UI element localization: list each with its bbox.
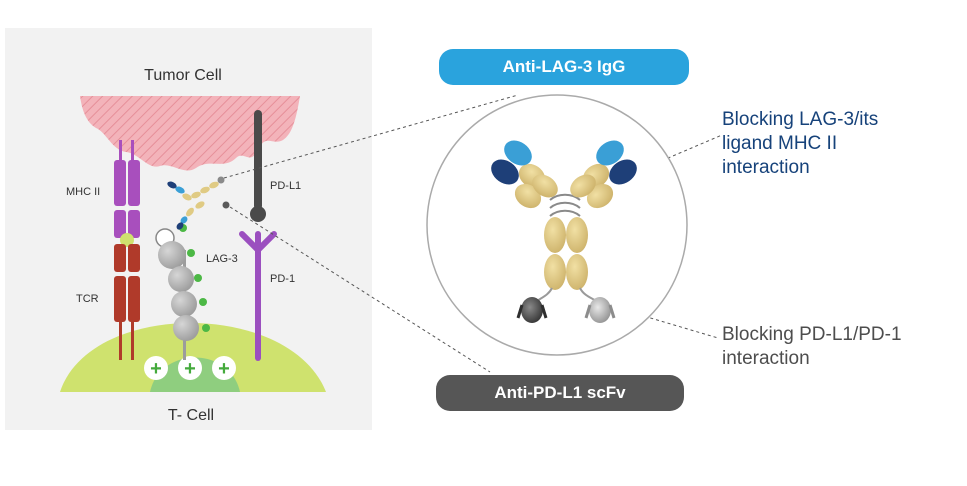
tumor-cell-label: Tumor Cell — [144, 67, 222, 84]
large-antibody — [491, 140, 637, 323]
svg-text:+: + — [184, 358, 196, 380]
mhc-tcr-contact — [120, 233, 134, 247]
anti-lag3-igg-label: Anti-LAG-3 IgG — [439, 49, 689, 85]
mhc-ii-label: MHC II — [66, 186, 100, 198]
callout-blocking-lag3: Blocking LAG-3/its ligand MHC II interac… — [722, 108, 942, 180]
callout-pdl1-line-1: Blocking PD-L1/PD-1 — [722, 324, 902, 345]
svg-text:+: + — [218, 358, 230, 380]
mhc-ii-molecule — [114, 140, 140, 238]
lag3-label: LAG-3 — [206, 253, 238, 265]
lag3-molecule — [155, 228, 199, 360]
tcr-label: TCR — [76, 293, 99, 305]
tcr-molecule — [114, 244, 140, 360]
pd-1-label: PD-1 — [270, 273, 295, 285]
pd-l1-label: PD-L1 — [270, 180, 301, 192]
callout-blocking-pd-l1: Blocking PD-L1/PD-1 interaction — [722, 323, 952, 371]
svg-text:+: + — [150, 358, 162, 380]
callout-lag3-line-2: ligand MHC II — [722, 133, 838, 154]
t-cell-label: T- Cell — [168, 407, 214, 424]
plus-sign-3: + — [212, 356, 236, 380]
plus-sign-1: + — [144, 356, 168, 380]
plus-sign-2: + — [178, 356, 202, 380]
tumor-cell-shape — [80, 96, 300, 171]
callout-lag3-line-3: interaction — [722, 157, 810, 178]
callout-pdl1-line-2: interaction — [722, 348, 810, 369]
anti-pd-l1-scfv-label: Anti-PD-L1 scFv — [436, 375, 684, 411]
pd-1-molecule — [239, 231, 277, 361]
small-antibody-icon — [167, 176, 230, 230]
callout-lag3-line-1: Blocking LAG-3/its — [722, 109, 879, 130]
pd-l1-molecule — [250, 110, 266, 222]
